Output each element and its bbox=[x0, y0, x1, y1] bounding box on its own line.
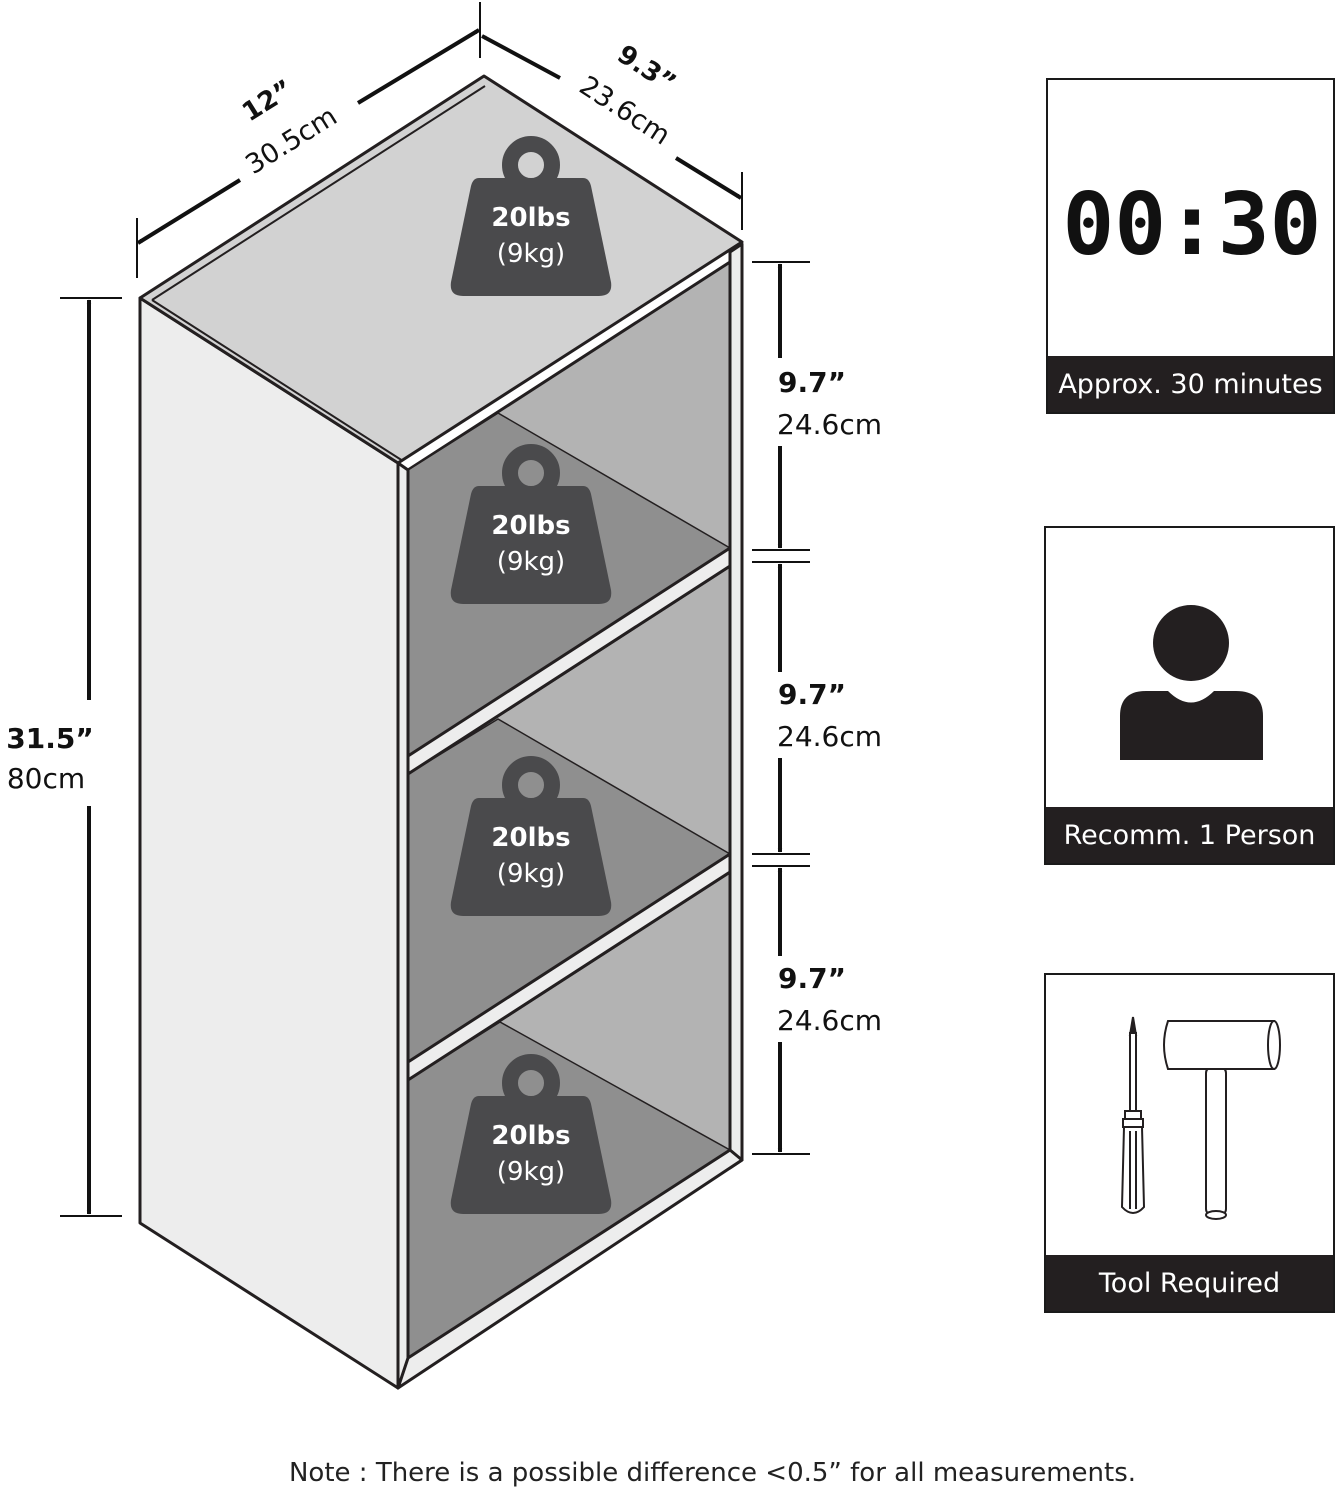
bottom-panel bbox=[396, 1148, 744, 1390]
weight-kg-label: (9kg) bbox=[497, 859, 565, 889]
digital-clock-icon: 00:30 bbox=[1063, 175, 1322, 275]
shelf-2 bbox=[406, 852, 732, 1082]
height-cm-label: 80cm bbox=[7, 762, 85, 795]
people-required-card: Recomm. 1 Person bbox=[1044, 526, 1335, 865]
people-required-caption: Recomm. 1 Person bbox=[1046, 807, 1333, 863]
weight-icon: 20lbs (9kg) bbox=[450, 136, 612, 296]
compartment-3-inches-label: 9.7” bbox=[778, 962, 846, 995]
weight-icon: 20lbs (9kg) bbox=[450, 444, 612, 604]
screwdriver-hammer-icon bbox=[1120, 1016, 1281, 1220]
compartment-3-cm-label: 24.6cm bbox=[777, 1004, 882, 1037]
shelf-1 bbox=[406, 546, 732, 776]
assembly-time-caption: Approx. 30 minutes bbox=[1048, 356, 1333, 412]
top-panel bbox=[138, 74, 744, 465]
left-front-edge bbox=[396, 461, 410, 1390]
weight-body bbox=[450, 1096, 612, 1214]
weight-kg-label: (9kg) bbox=[497, 239, 565, 269]
weight-body bbox=[450, 178, 612, 296]
weight-icon: 20lbs (9kg) bbox=[450, 756, 612, 916]
side-panel bbox=[138, 296, 400, 1390]
assembly-time-card: 00:30 Approx. 30 minutes bbox=[1046, 78, 1335, 414]
weight-icons: 20lbs (9kg) 20lbs (9kg) 20lbs (9kg) 20lbs (9kg) bbox=[450, 136, 612, 1214]
hammer-icon bbox=[1163, 1020, 1281, 1220]
weight-icon: 20lbs (9kg) bbox=[450, 1054, 612, 1214]
weight-kg-label: (9kg) bbox=[497, 547, 565, 577]
height-inches-label: 31.5” bbox=[6, 722, 94, 755]
bookcase bbox=[138, 74, 744, 1390]
measurement-note: Note : There is a possible difference <0… bbox=[288, 1458, 1137, 1488]
person-icon bbox=[1120, 605, 1263, 760]
right-front-edge bbox=[728, 242, 744, 1170]
dimension-lines bbox=[60, 2, 810, 1217]
compartment-2-cm-label: 24.6cm bbox=[777, 720, 882, 753]
weight-lbs-label: 20lbs bbox=[491, 1121, 570, 1151]
clock-display: 00:30 bbox=[1063, 175, 1322, 275]
width-inches-label: 12” bbox=[237, 74, 298, 128]
compartment-1-cm-label: 24.6cm bbox=[777, 408, 882, 441]
tools-required-card: Tool Required bbox=[1044, 973, 1335, 1313]
compartment-2-inches-label: 9.7” bbox=[778, 678, 846, 711]
screwdriver-icon bbox=[1120, 1016, 1146, 1214]
tools-required-caption: Tool Required bbox=[1046, 1255, 1333, 1311]
compartment-1-inches-label: 9.7” bbox=[778, 366, 846, 399]
weight-lbs-label: 20lbs bbox=[491, 823, 570, 853]
weight-kg-label: (9kg) bbox=[497, 1157, 565, 1187]
weight-lbs-label: 20lbs bbox=[491, 203, 570, 233]
weight-body bbox=[450, 486, 612, 604]
weight-body bbox=[450, 798, 612, 916]
weight-lbs-label: 20lbs bbox=[491, 511, 570, 541]
